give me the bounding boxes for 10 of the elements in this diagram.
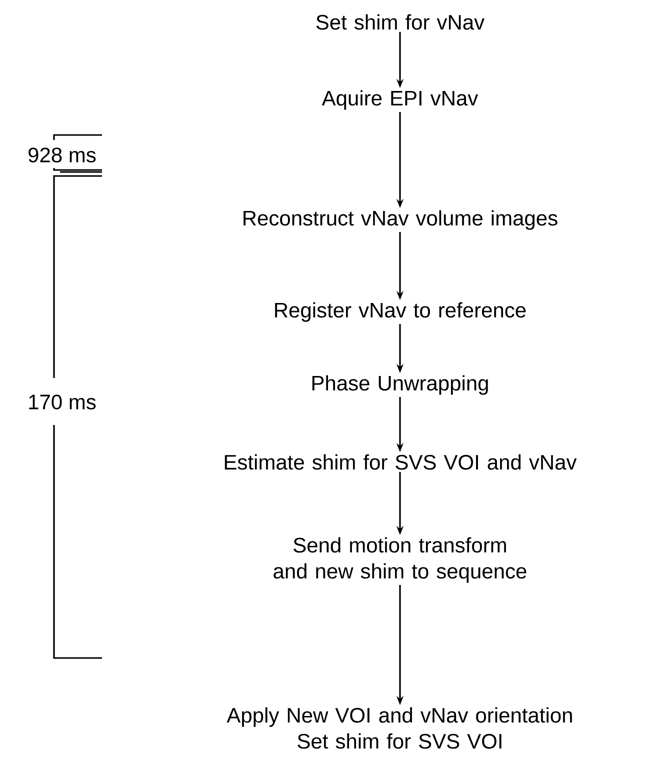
step-text: Apply New VOI and vNav orientation Set shim for SVS VOI — [226, 707, 572, 749]
step-text: Aquire EPI vNav — [322, 90, 478, 110]
step-text: Set shim for vNav — [316, 14, 484, 30]
step-text: Reconstruct vNav volume images — [244, 210, 558, 230]
step-text: Register vNav to reference — [275, 302, 526, 322]
dimension-label: 170 ms — [29, 394, 96, 410]
dimension-label: 928 ms — [28, 148, 96, 162]
step-text: Send motion transform and new shim to sequence — [274, 537, 526, 583]
step-text: Phase Unwrapping — [312, 375, 488, 395]
step-text: Estimate shim for SVS VOI and vNav — [224, 454, 577, 470]
